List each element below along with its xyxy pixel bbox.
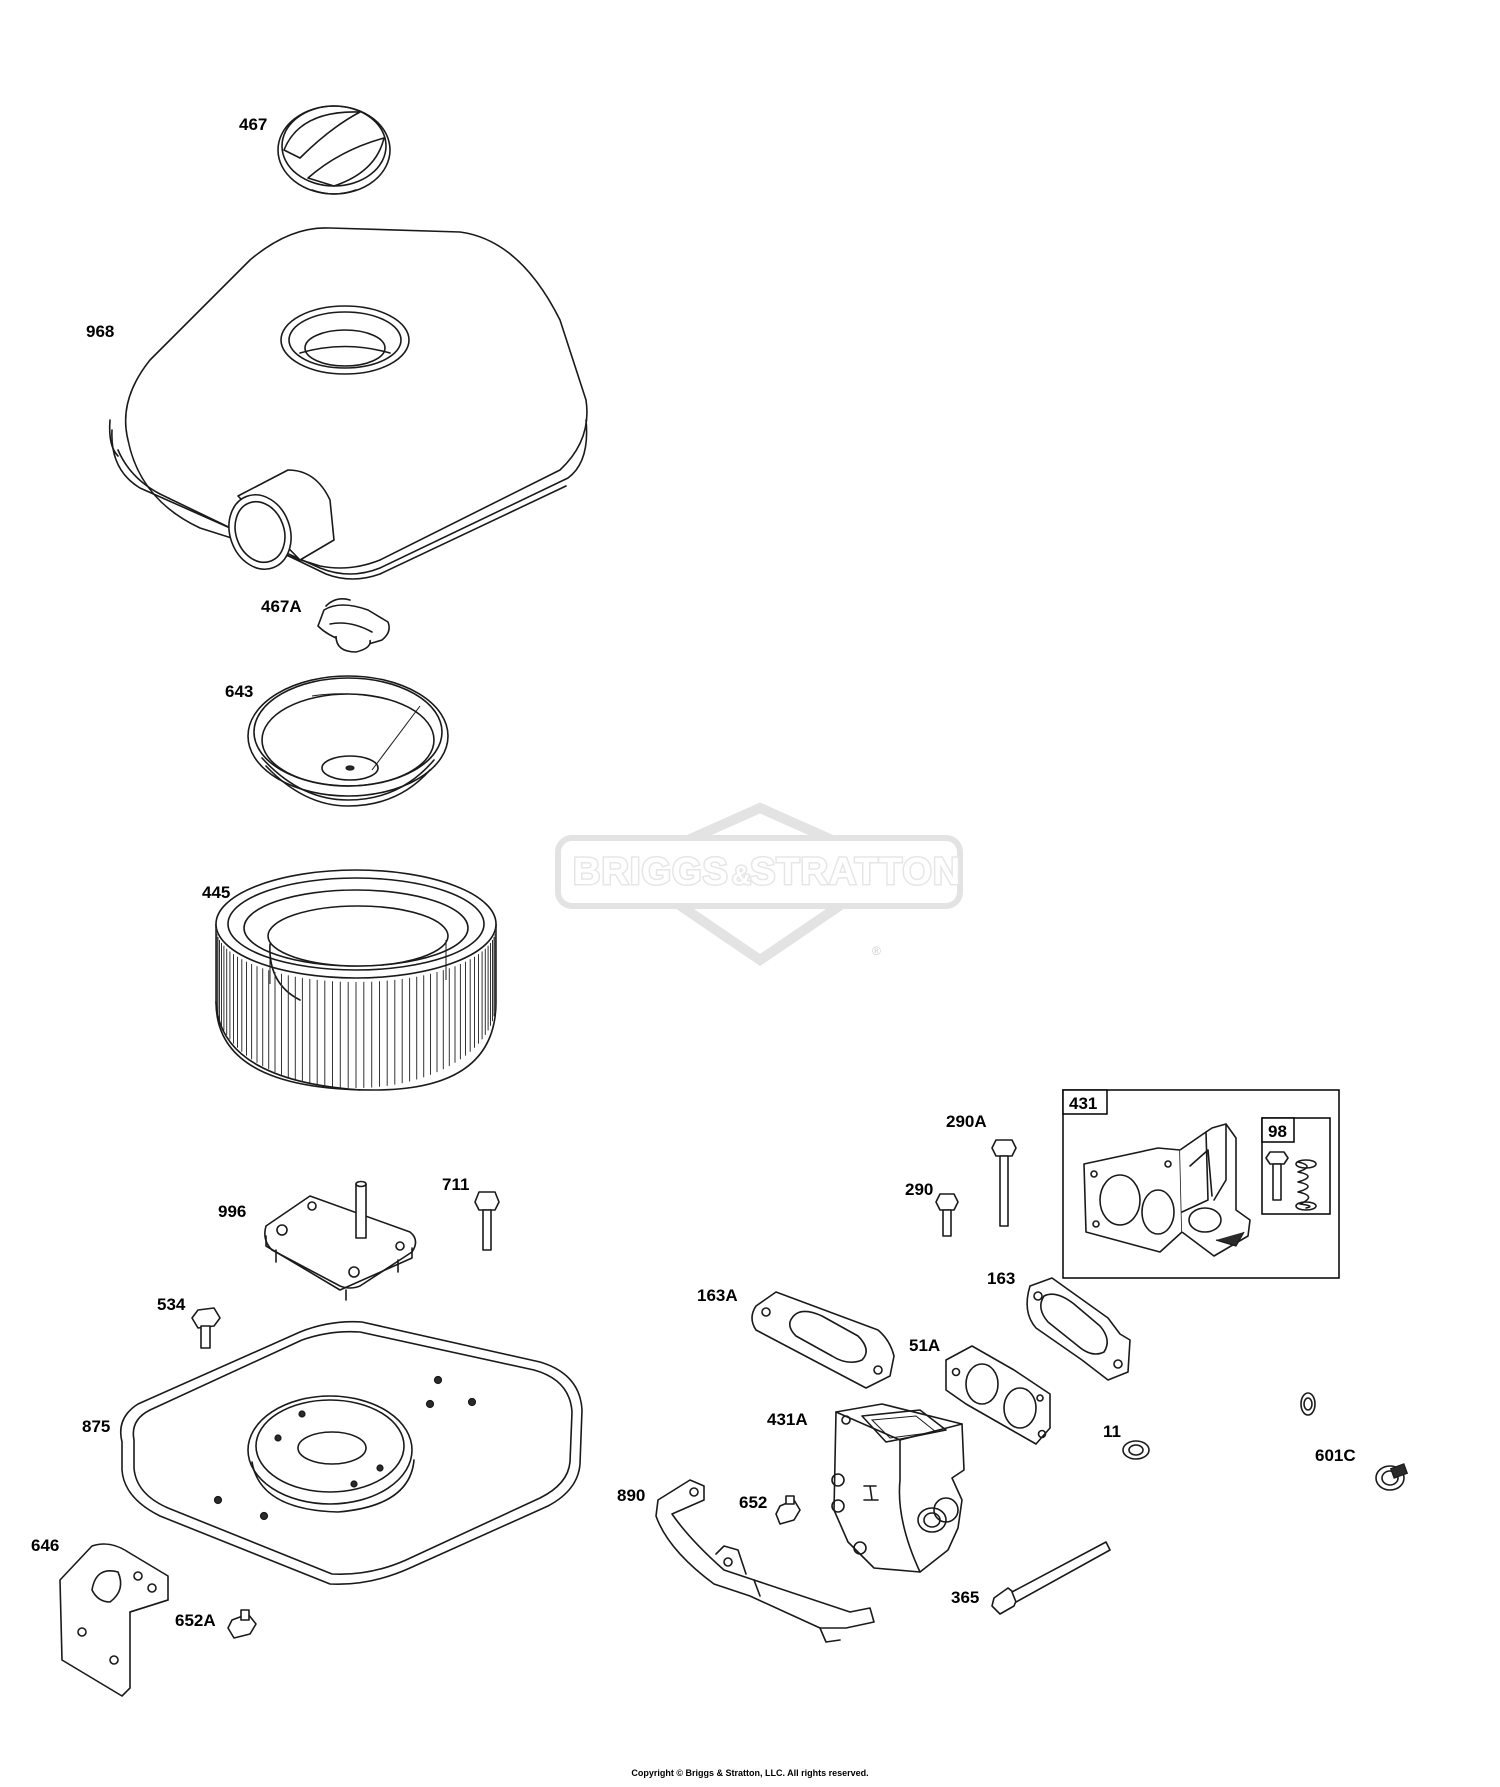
part-163-gasket[interactable] xyxy=(1026,1277,1131,1381)
part-365-screw[interactable] xyxy=(991,1541,1111,1615)
callout-996: 996 xyxy=(218,1202,246,1221)
callout-163A: 163A xyxy=(697,1286,738,1305)
part-534-screw[interactable] xyxy=(191,1307,221,1349)
watermark-brand-right: STRATTON xyxy=(750,851,961,893)
callout-365: 365 xyxy=(951,1588,979,1607)
callout-467A: 467A xyxy=(261,597,302,616)
watermark-registered-mark: ® xyxy=(872,944,881,958)
callout-646: 646 xyxy=(31,1536,59,1555)
watermark-brand-amp: & xyxy=(732,860,752,890)
kit-98-box xyxy=(1261,1117,1331,1215)
callout-968: 968 xyxy=(86,322,114,341)
part-643-pre-cleaner-pan[interactable] xyxy=(247,675,449,807)
callout-652A: 652A xyxy=(175,1611,216,1630)
callout-711: 711 xyxy=(442,1175,469,1194)
part-467-cover-knob[interactable] xyxy=(277,105,391,195)
callout-643: 643 xyxy=(225,682,253,701)
part-445-air-filter[interactable] xyxy=(215,869,497,1091)
copyright-notice: Copyright © Briggs & Stratton, LLC. All … xyxy=(631,1768,869,1778)
part-98-screw-and-spring[interactable] xyxy=(1265,1151,1317,1211)
callout-98: 98 xyxy=(1268,1122,1287,1141)
callout-652: 652 xyxy=(739,1493,767,1512)
callout-290A: 290A xyxy=(946,1112,987,1131)
part-163A-gasket[interactable] xyxy=(751,1291,895,1389)
callout-51A: 51A xyxy=(909,1336,940,1355)
callout-445: 445 xyxy=(202,883,230,902)
watermark-brand-left: BRIGGS xyxy=(573,851,729,893)
part-467A-wing-nut[interactable] xyxy=(317,598,390,653)
part-601C-hose-clamp[interactable] xyxy=(1375,1463,1409,1491)
callout-467: 467 xyxy=(239,115,267,134)
callout-431: 431 xyxy=(1069,1094,1097,1113)
part-968-air-cleaner-cover[interactable] xyxy=(108,227,588,580)
kit-431-box xyxy=(1062,1089,1340,1279)
callout-534: 534 xyxy=(157,1295,186,1314)
part-875-air-cleaner-base[interactable] xyxy=(119,1320,583,1585)
part-646-bracket[interactable] xyxy=(59,1543,169,1697)
part-652A-screw[interactable] xyxy=(227,1609,257,1639)
part-431-carburetor-adapter[interactable] xyxy=(1083,1123,1251,1257)
callout-431A: 431A xyxy=(767,1410,808,1429)
part-290A-screw[interactable] xyxy=(991,1139,1017,1227)
part-11-fuel-hose[interactable] xyxy=(1109,1390,1320,1553)
part-431A-carburetor-body[interactable] xyxy=(831,1403,965,1573)
callout-890: 890 xyxy=(617,1486,645,1505)
part-652-screw[interactable] xyxy=(775,1495,801,1525)
callout-875: 875 xyxy=(82,1417,110,1436)
callout-601C: 601C xyxy=(1315,1446,1356,1465)
part-996-base-plate-bracket[interactable] xyxy=(264,1180,417,1301)
callout-163: 163 xyxy=(987,1269,1015,1288)
part-290-screw[interactable] xyxy=(935,1193,959,1237)
callout-11: 11 xyxy=(1103,1422,1121,1441)
part-711-screw[interactable] xyxy=(474,1191,500,1251)
part-51A-gasket[interactable] xyxy=(945,1345,1051,1445)
part-890-control-bracket[interactable] xyxy=(655,1479,875,1643)
briggs-stratton-watermark: BRIGGS & STRATTON ® xyxy=(555,802,963,967)
callout-290: 290 xyxy=(905,1180,933,1199)
